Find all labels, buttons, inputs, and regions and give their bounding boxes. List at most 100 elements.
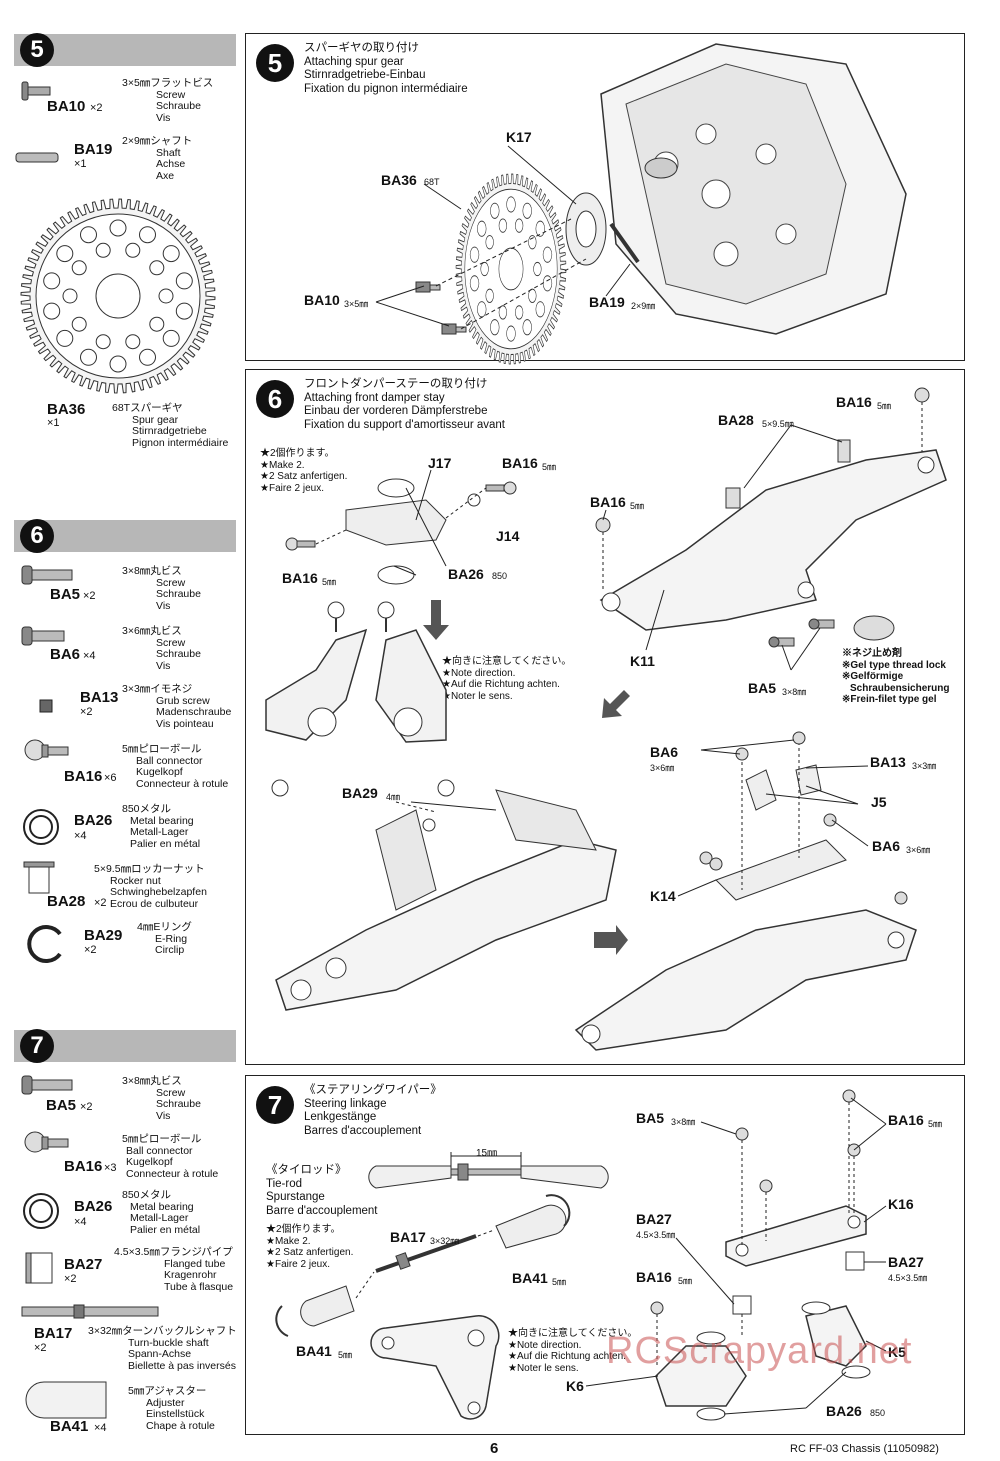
part-desc: 2×9㎜シャフト Shaft Achse Axe — [122, 135, 193, 182]
label-ba41-b-sub: 5㎜ — [338, 1350, 353, 1360]
document-id: RC FF-03 Chassis (11050982) — [790, 1443, 939, 1455]
part-code: BA27 — [64, 1256, 103, 1273]
step5-number: 5 — [20, 33, 54, 67]
label-ba29-sub: 4㎜ — [386, 792, 401, 802]
part-code: BA26 — [74, 1198, 113, 1215]
rocker-nut-icon — [23, 861, 55, 894]
label-k11: K11 — [630, 653, 655, 669]
label-ba26: BA26 — [826, 1403, 862, 1419]
part-desc: 850メタル Metal bearing Metall-Lager Palier… — [122, 803, 201, 850]
part-code: BA5 — [46, 1097, 77, 1114]
label-ba16-b-sub: 5㎜ — [322, 577, 337, 587]
grub-screw-icon — [39, 699, 53, 713]
label-ba28-sub: 5×9.5㎜ — [762, 419, 794, 429]
label-ba27-b-sub: 4.5×3.5㎜ — [888, 1273, 928, 1283]
part-code: BA10 — [47, 98, 86, 115]
label-ba26-sub: 850 — [492, 571, 508, 581]
part-qty: ×2 — [80, 1101, 93, 1113]
ball-connector-icon — [24, 1131, 69, 1153]
part-code: BA16 — [64, 768, 103, 785]
step7-panel-number: 7 — [256, 1086, 294, 1124]
part-desc: 3×3㎜イモネジ Grub screw Madenschraube Vis po… — [122, 683, 232, 730]
label-ba27-a-sub: 4.5×3.5㎜ — [636, 1230, 676, 1240]
part-qty: ×4 — [94, 1422, 107, 1434]
part-code: BA36 — [47, 401, 86, 418]
part-desc: 5㎜ピローボール Ball connector Kugelkopf Connec… — [122, 743, 229, 790]
label-k5: K5 — [888, 1344, 906, 1360]
part-qty: ×2 — [90, 102, 103, 114]
metal-bearing-icon — [23, 1193, 59, 1229]
part-desc: 850メタル Metal bearing Metall-Lager Palier… — [122, 1189, 201, 1236]
label-ba26: BA26 — [448, 566, 484, 582]
part-desc: 3×8㎜丸ビス Screw Schraube Vis — [122, 565, 201, 612]
label-ba19: BA19 — [589, 294, 625, 310]
part-desc: 5㎜アジャスター Adjuster Einstellstück Chape à … — [128, 1385, 215, 1432]
make-two-note: ★2個作ります。★Make 2.★2 Satz anfertigen.★Fair… — [266, 1224, 354, 1270]
part-qty: ×6 — [104, 772, 117, 784]
spur-gear-assembly-diagram — [375, 43, 907, 365]
page-number: 6 — [490, 1440, 499, 1457]
ball-connector-icon — [24, 739, 69, 761]
label-ba5: BA5 — [748, 680, 777, 696]
part-desc: 3×8㎜丸ビス Screw Schraube Vis — [122, 1075, 201, 1122]
label-ba10-sub: 3×5㎜ — [344, 299, 369, 309]
part-desc: 68Tスパーギヤ Spur gear Stirnradgetriebe Pign… — [112, 402, 229, 449]
part-code: BA5 — [50, 586, 81, 603]
part-desc: 3×6㎜丸ビス Screw Schraube Vis — [122, 625, 201, 672]
label-k14: K14 — [650, 888, 676, 904]
screw-icon — [21, 565, 73, 585]
part-qty: ×2 — [64, 1273, 77, 1285]
shaft-icon — [15, 152, 59, 163]
part-code: BA17 — [34, 1325, 73, 1342]
part-code: BA6 — [50, 646, 81, 663]
label-k16: K16 — [888, 1196, 914, 1212]
label-ba36: BA36 — [381, 172, 417, 188]
step7-number: 7 — [20, 1029, 54, 1063]
screw-icon — [21, 626, 65, 646]
label-ba19-sub: 2×9㎜ — [631, 301, 656, 311]
part-qty: ×2 — [34, 1342, 47, 1354]
label-j17: J17 — [428, 455, 452, 471]
step5-panel-number: 5 — [256, 44, 294, 82]
part-qty: ×2 — [83, 590, 96, 602]
flanged-tube-icon — [25, 1252, 53, 1284]
step6-number: 6 — [20, 519, 54, 553]
part-code: BA28 — [47, 893, 86, 910]
note-direction: ★向きに注意してください。★Note direction.★Auf die Ri… — [508, 1328, 638, 1374]
label-ba28: BA28 — [718, 412, 754, 428]
label-ba41-b: BA41 — [296, 1343, 332, 1359]
screw-icon — [21, 1075, 73, 1095]
part-qty: ×2 — [80, 706, 93, 718]
label-ba16-a-sub: 5㎜ — [928, 1119, 943, 1129]
label-ba16-d: BA16 — [590, 494, 626, 510]
part-desc: 3×32㎜ターンバックルシャフト Turn-buckle shaft Spann… — [88, 1325, 237, 1372]
part-code: BA19 — [74, 141, 113, 158]
label-ba17-sub: 3×32㎜ — [430, 1236, 460, 1246]
label-ba27-a: BA27 — [636, 1211, 672, 1227]
label-ba10: BA10 — [304, 292, 340, 308]
label-k17: K17 — [506, 129, 532, 145]
part-desc: 5×9.5㎜ロッカーナット Rocker nut Schwinghebelzap… — [94, 863, 207, 910]
watermark: RCScrapyard.net — [606, 1330, 913, 1372]
screw-icon — [21, 81, 51, 101]
label-ba6-b: BA6 — [872, 838, 901, 854]
part-desc: 3×5㎜フラットビス Screw Schraube Vis — [122, 77, 214, 124]
make-two-note: ★2個作ります。★Make 2.★2 Satz anfertigen.★Fair… — [260, 448, 348, 494]
label-ba5: BA5 — [636, 1110, 665, 1126]
part-code: BA29 — [84, 927, 123, 944]
label-ba13-sub: 3×3㎜ — [912, 761, 937, 771]
part-code: BA41 — [50, 1418, 89, 1435]
part-qty: ×4 — [74, 830, 87, 842]
e-ring-icon — [27, 925, 62, 963]
part-qty: ×3 — [104, 1162, 117, 1174]
label-ba16-a-sub: 5㎜ — [542, 462, 557, 472]
front-damper-stay-diagram — [265, 387, 947, 1051]
label-ba17: BA17 — [390, 1229, 426, 1245]
metal-bearing-icon — [23, 809, 59, 845]
